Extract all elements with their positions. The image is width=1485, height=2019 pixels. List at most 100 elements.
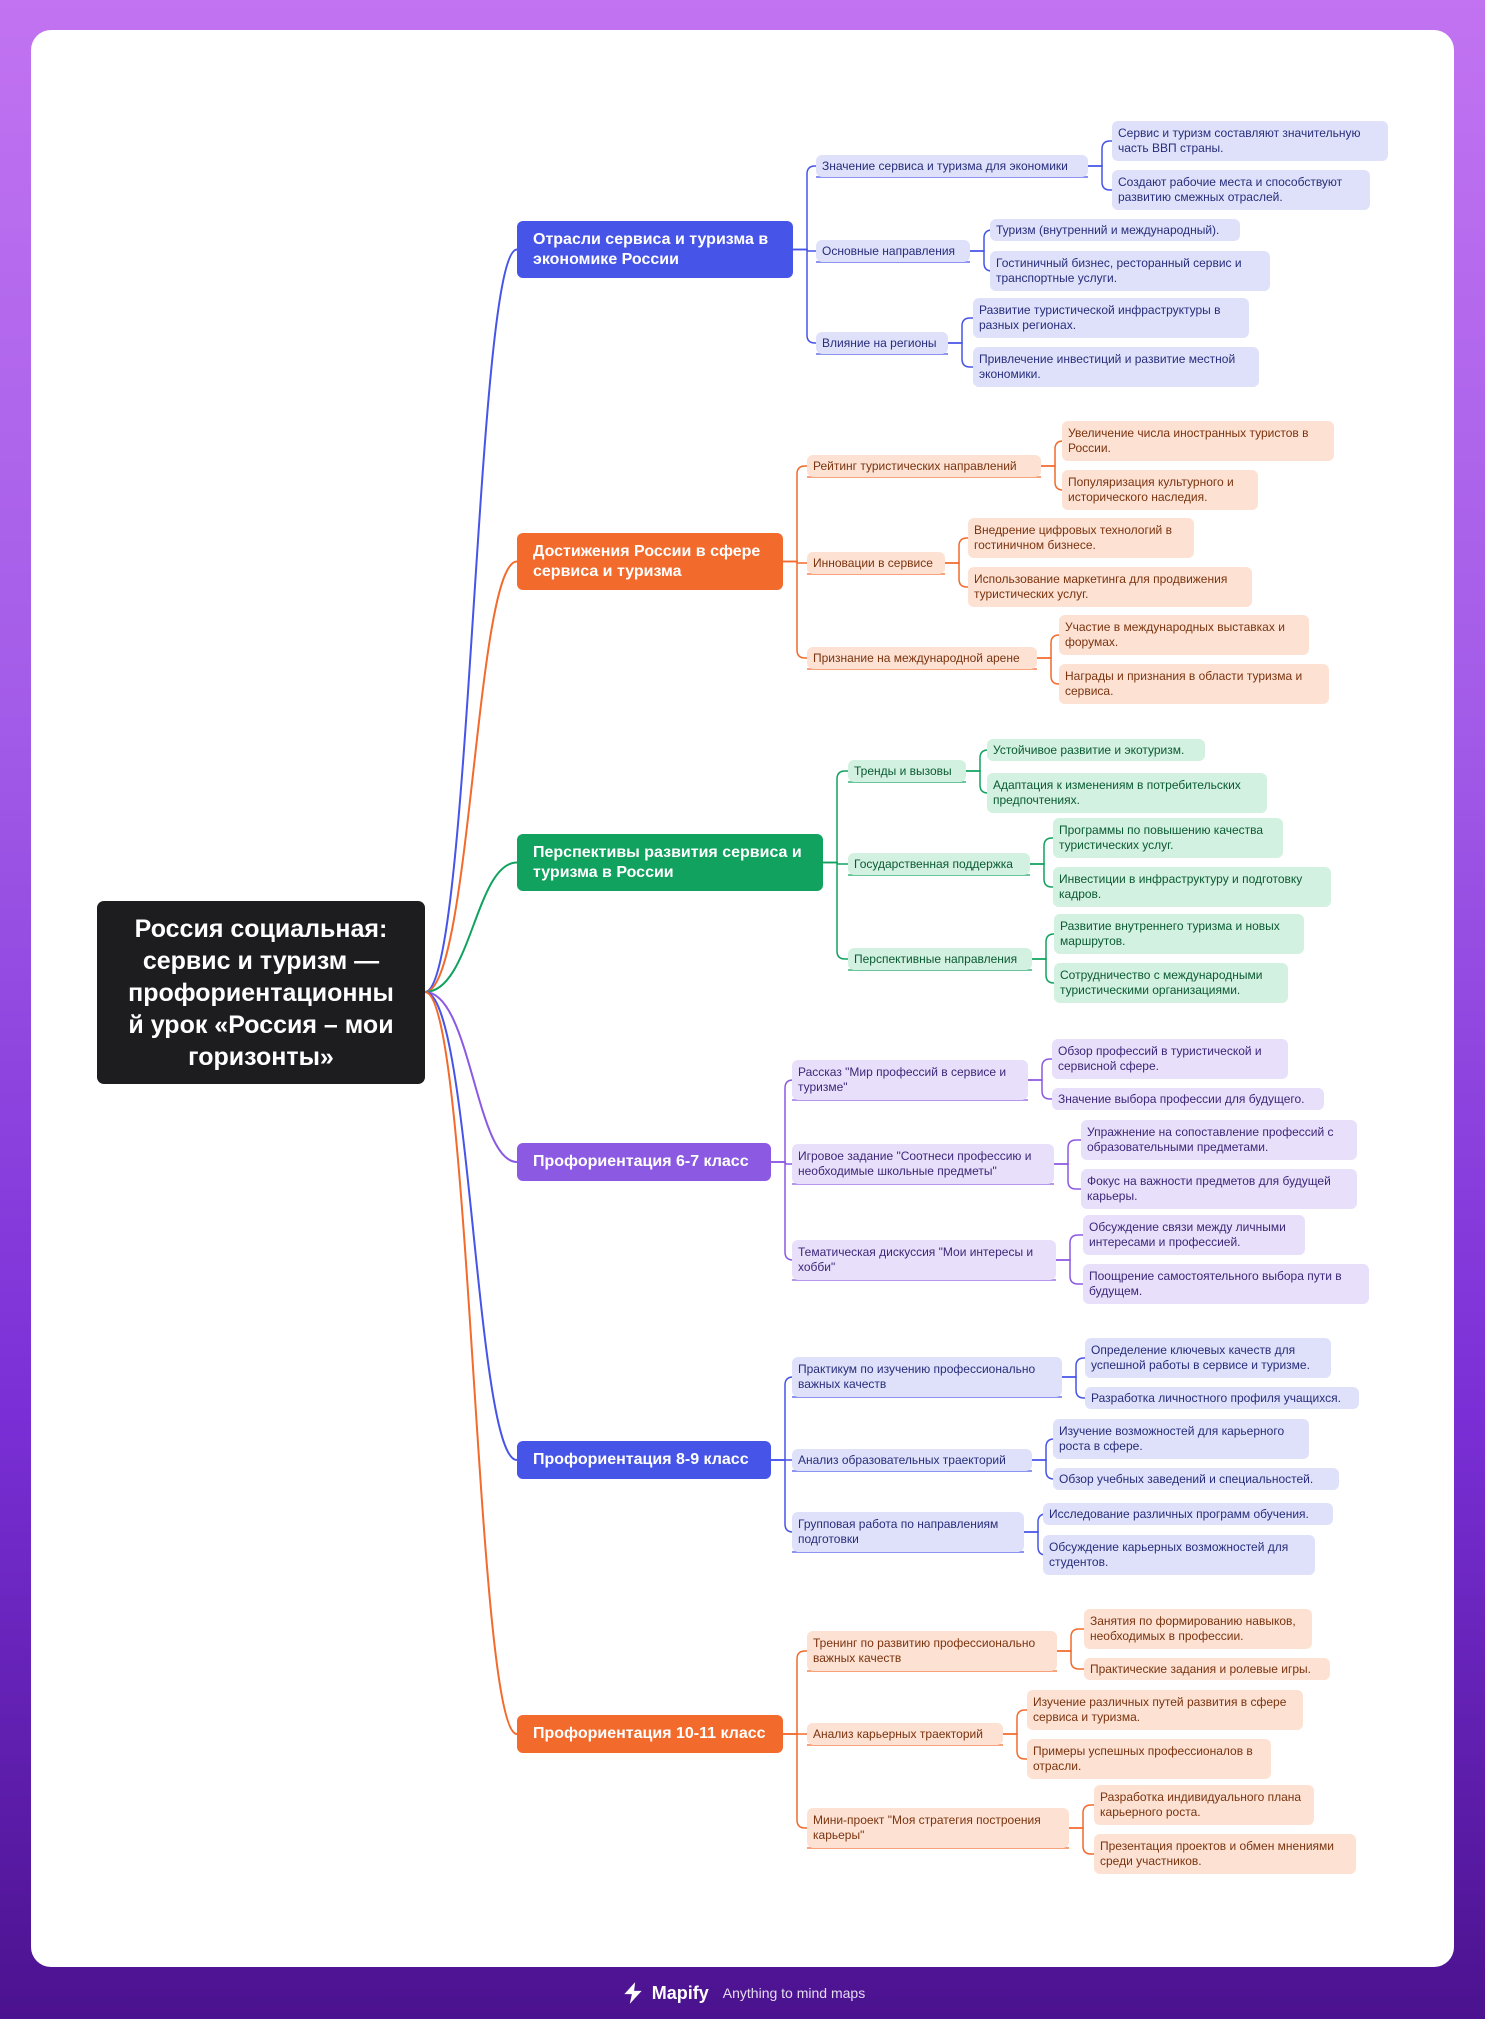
- leaf-3-2-2[interactable]: Инвестиции в инфраструктуру и подготовку…: [1053, 867, 1331, 907]
- subtopic-1-1[interactable]: Значение сервиса и туризма для экономики: [816, 155, 1088, 177]
- leaf-4-1-2[interactable]: Значение выбора профессии для будущего.: [1052, 1088, 1324, 1110]
- root-title-line: Россия социальная:: [134, 914, 388, 943]
- leaf-1-2-2[interactable]: Гостиничный бизнес, ресторанный сервис и…: [990, 251, 1270, 291]
- leaf-6-3-1[interactable]: Разработка индивидуального плана карьерн…: [1094, 1785, 1314, 1825]
- leaf-1-1-2[interactable]: Создают рабочие места и способствуют раз…: [1112, 170, 1370, 210]
- root-title-line: й урок «Россия – мои: [128, 1010, 394, 1039]
- leaf-5-1-2[interactable]: Разработка личностного профиля учащихся.: [1085, 1387, 1359, 1409]
- leaf-2-1-2[interactable]: Популяризация культурного и историческог…: [1062, 470, 1258, 510]
- leaf-5-2-1[interactable]: Изучение возможностей для карьерного рос…: [1053, 1419, 1309, 1459]
- branch-topic-2-label: Достижения России в сфере сервиса и тури…: [533, 542, 761, 580]
- leaf-3-2-1-label: Программы по повышению качества туристич…: [1059, 823, 1264, 852]
- leaf-4-2-1[interactable]: Упражнение на сопоставление профессий с …: [1081, 1120, 1357, 1160]
- leaf-4-1-2-label: Значение выбора профессии для будущего.: [1058, 1091, 1305, 1106]
- subtopic-2-2-label: Инновации в сервисе: [813, 555, 933, 570]
- subtopic-3-1-label: Тренды и вызовы: [854, 763, 952, 778]
- leaf-5-2-1-label: Изучение возможностей для карьерного рос…: [1059, 1424, 1285, 1453]
- subtopic-2-1-label: Рейтинг туристических направлений: [813, 458, 1017, 473]
- subtopic-4-3[interactable]: Тематическая дискуссия "Мои интересы и х…: [792, 1240, 1056, 1280]
- leaf-5-2-2[interactable]: Обзор учебных заведений и специальностей…: [1053, 1468, 1339, 1490]
- subtopic-4-1[interactable]: Рассказ "Мир профессий в сервисе и туриз…: [792, 1060, 1028, 1100]
- subtopic-5-3-label: Групповая работа по направлениям подгото…: [798, 1517, 999, 1546]
- subtopic-6-2-label: Анализ карьерных траекторий: [813, 1726, 983, 1741]
- leaf-4-3-2[interactable]: Поощрение самостоятельного выбора пути в…: [1083, 1264, 1369, 1304]
- subtopic-4-1-label: Рассказ "Мир профессий в сервисе и туриз…: [798, 1065, 1007, 1094]
- leaf-5-3-1[interactable]: Исследование различных программ обучения…: [1043, 1503, 1333, 1525]
- leaf-2-2-1-label: Внедрение цифровых технологий в гостинич…: [974, 523, 1172, 552]
- leaf-3-3-1[interactable]: Развитие внутреннего туризма и новых мар…: [1054, 914, 1304, 954]
- leaf-3-2-1[interactable]: Программы по повышению качества туристич…: [1053, 818, 1283, 858]
- leaf-6-3-2[interactable]: Презентация проектов и обмен мнениями ср…: [1094, 1834, 1356, 1874]
- branch-topic-5-label: Профориентация 8-9 класс: [533, 1451, 749, 1468]
- leaf-4-1-1[interactable]: Обзор профессий в туристической и сервис…: [1052, 1039, 1288, 1079]
- branch-topic-6[interactable]: Профориентация 10-11 класс: [517, 1715, 783, 1753]
- leaf-4-2-1-label: Упражнение на сопоставление профессий с …: [1087, 1125, 1334, 1154]
- subtopic-6-1[interactable]: Тренинг по развитию профессионально важн…: [807, 1631, 1057, 1671]
- leaf-3-1-1[interactable]: Устойчивое развитие и экотуризм.: [987, 739, 1205, 761]
- leaf-3-2-2-label: Инвестиции в инфраструктуру и подготовку…: [1059, 872, 1303, 901]
- leaf-2-2-2[interactable]: Использование маркетинга для продвижения…: [968, 567, 1252, 607]
- leaf-1-3-1-label: Развитие туристической инфраструктуры в …: [979, 303, 1221, 332]
- subtopic-4-2-label: Игровое задание "Соотнеси профессию и не…: [798, 1149, 1032, 1178]
- leaf-4-2-2[interactable]: Фокус на важности предметов для будущей …: [1081, 1169, 1357, 1209]
- branch-topic-4[interactable]: Профориентация 6-7 класс: [517, 1143, 771, 1181]
- branch-topic-1[interactable]: Отрасли сервиса и туризма в экономике Ро…: [517, 221, 793, 278]
- leaf-6-1-2-label: Практические задания и ролевые игры.: [1090, 1661, 1311, 1676]
- branch-topic-4-label: Профориентация 6-7 класс: [533, 1153, 749, 1170]
- subtopic-3-1[interactable]: Тренды и вызовы: [848, 760, 966, 782]
- leaf-2-1-2-label: Популяризация культурного и историческог…: [1068, 475, 1234, 504]
- leaf-1-3-1[interactable]: Развитие туристической инфраструктуры в …: [973, 298, 1249, 338]
- branch-topic-2[interactable]: Достижения России в сфере сервиса и тури…: [517, 533, 783, 590]
- subtopic-5-3[interactable]: Групповая работа по направлениям подгото…: [792, 1512, 1024, 1552]
- leaf-6-1-1-label: Занятия по формированию навыков, необход…: [1090, 1614, 1296, 1643]
- leaf-5-3-2[interactable]: Обсуждение карьерных возможностей для ст…: [1043, 1535, 1315, 1575]
- leaf-6-3-2-label: Презентация проектов и обмен мнениями ср…: [1100, 1839, 1335, 1868]
- leaf-2-1-1-label: Увеличение числа иностранных туристов в …: [1068, 426, 1309, 455]
- leaf-3-1-1-label: Устойчивое развитие и экотуризм.: [993, 742, 1185, 757]
- leaf-2-3-1[interactable]: Участие в международных выставках и фору…: [1059, 615, 1309, 655]
- leaf-1-2-1[interactable]: Туризм (внутренний и международный).: [990, 219, 1240, 241]
- subtopic-6-2[interactable]: Анализ карьерных траекторий: [807, 1723, 1003, 1745]
- leaf-6-2-1-label: Изучение различных путей развития в сфер…: [1033, 1695, 1287, 1724]
- lightning-bolt-icon: [624, 1982, 642, 2004]
- subtopic-1-3-label: Влияние на регионы: [822, 335, 937, 350]
- subtopic-2-3[interactable]: Признание на международной арене: [807, 647, 1037, 669]
- subtopic-4-2[interactable]: Игровое задание "Соотнеси профессию и не…: [792, 1144, 1054, 1184]
- subtopic-3-3[interactable]: Перспективные направления: [848, 948, 1032, 970]
- subtopic-1-3[interactable]: Влияние на регионы: [816, 332, 948, 354]
- leaf-2-2-2-label: Использование маркетинга для продвижения…: [974, 572, 1228, 601]
- leaf-3-1-2[interactable]: Адаптация к изменениям в потребительских…: [987, 773, 1267, 813]
- leaf-1-3-2[interactable]: Привлечение инвестиций и развитие местно…: [973, 347, 1259, 387]
- leaf-5-2-2-label: Обзор учебных заведений и специальностей…: [1059, 1471, 1314, 1486]
- leaf-6-1-2[interactable]: Практические задания и ролевые игры.: [1084, 1658, 1330, 1680]
- subtopic-2-3-label: Признание на международной арене: [813, 650, 1020, 665]
- leaf-2-3-2[interactable]: Награды и признания в области туризма и …: [1059, 664, 1329, 704]
- branch-topic-3-label: Перспективы развития сервиса и туризма в…: [533, 843, 802, 881]
- subtopic-5-2[interactable]: Анализ образовательных траекторий: [792, 1449, 1032, 1471]
- leaf-1-1-2-label: Создают рабочие места и способствуют раз…: [1118, 175, 1343, 204]
- leaf-6-2-1[interactable]: Изучение различных путей развития в сфер…: [1027, 1690, 1303, 1730]
- leaf-4-3-1[interactable]: Обсуждение связи между личными интересам…: [1083, 1215, 1305, 1255]
- subtopic-2-1[interactable]: Рейтинг туристических направлений: [807, 455, 1041, 477]
- leaf-1-3-2-label: Привлечение инвестиций и развитие местно…: [979, 352, 1236, 381]
- branch-topic-3[interactable]: Перспективы развития сервиса и туризма в…: [517, 834, 823, 891]
- leaf-6-2-2[interactable]: Примеры успешных профессионалов в отрасл…: [1027, 1739, 1271, 1779]
- leaf-6-1-1[interactable]: Занятия по формированию навыков, необход…: [1084, 1609, 1312, 1649]
- leaf-3-3-2[interactable]: Сотрудничество с международными туристич…: [1054, 963, 1288, 1003]
- subtopic-3-2-label: Государственная поддержка: [854, 856, 1013, 871]
- subtopic-2-2[interactable]: Инновации в сервисе: [807, 552, 945, 574]
- subtopic-3-2[interactable]: Государственная поддержка: [848, 853, 1030, 875]
- leaf-5-1-1[interactable]: Определение ключевых качеств для успешно…: [1085, 1338, 1331, 1378]
- leaf-4-1-1-label: Обзор профессий в туристической и сервис…: [1058, 1044, 1262, 1073]
- leaf-1-1-1[interactable]: Сервис и туризм составляют значительную …: [1112, 121, 1388, 161]
- subtopic-1-2[interactable]: Основные направления: [816, 240, 970, 262]
- subtopic-5-1[interactable]: Практикум по изучению профессионально ва…: [792, 1357, 1062, 1397]
- leaf-1-2-2-label: Гостиничный бизнес, ресторанный сервис и…: [996, 256, 1242, 285]
- subtopic-6-3[interactable]: Мини-проект "Моя стратегия построения ка…: [807, 1808, 1069, 1848]
- leaf-2-2-1[interactable]: Внедрение цифровых технологий в гостинич…: [968, 518, 1194, 558]
- leaf-6-3-1-label: Разработка индивидуального плана карьерн…: [1100, 1790, 1302, 1819]
- leaf-2-1-1[interactable]: Увеличение числа иностранных туристов в …: [1062, 421, 1334, 461]
- branch-topic-5[interactable]: Профориентация 8-9 класс: [517, 1441, 771, 1479]
- root-topic[interactable]: Россия социальная: сервис и туризм — про…: [97, 901, 425, 1084]
- leaf-1-1-1-label: Сервис и туризм составляют значительную …: [1118, 126, 1361, 155]
